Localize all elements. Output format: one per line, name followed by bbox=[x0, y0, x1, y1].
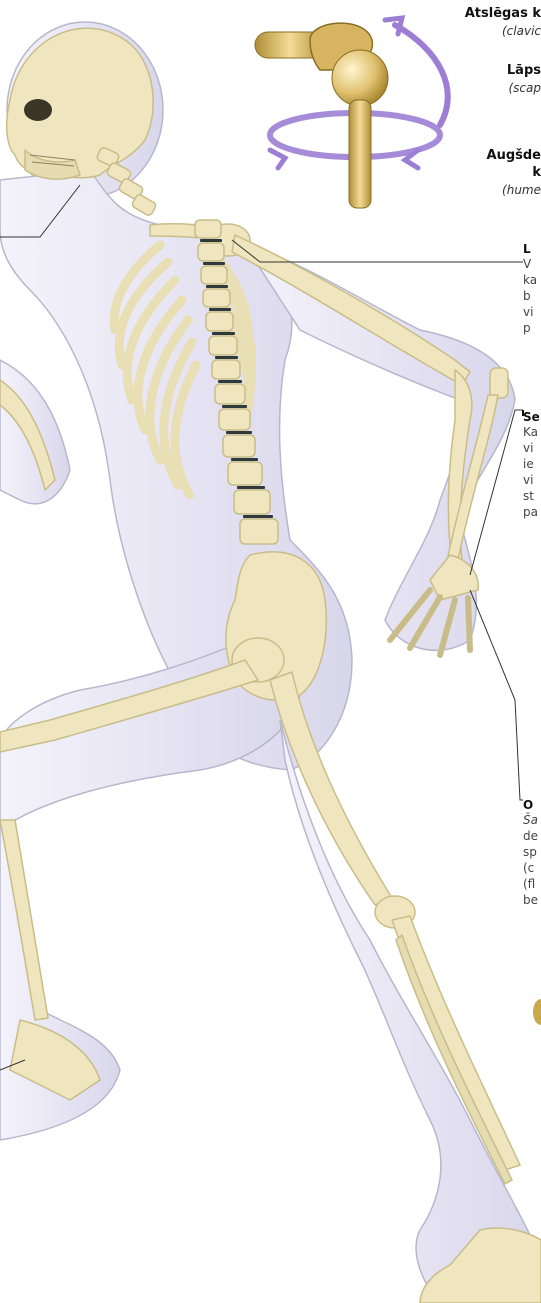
callout-hand-line: de bbox=[523, 828, 541, 844]
ball-and-socket-joint-icon bbox=[255, 18, 448, 208]
callout-hand-title: O bbox=[523, 798, 541, 812]
callout-hand-line: be bbox=[523, 892, 541, 908]
clavicle-latin-label: (clavic bbox=[502, 24, 541, 39]
callout-shoulder-line: V bbox=[523, 256, 541, 272]
callout-wrist-line: vi bbox=[523, 472, 541, 488]
scapula-label: Lāps bbox=[507, 63, 541, 79]
callout-wrist-line: st bbox=[523, 488, 541, 504]
callout-hand-line: (fl bbox=[523, 876, 541, 892]
callout-wrist-line: ie bbox=[523, 456, 541, 472]
scapula-latin-label: (scap bbox=[508, 81, 541, 96]
callout-shoulder: L V ka b vi p bbox=[523, 242, 541, 336]
callout-hand-line: Ša bbox=[523, 812, 541, 828]
humerus-label-line1: Augšde bbox=[487, 148, 541, 164]
elbow-joint bbox=[490, 368, 508, 398]
callout-wrist-line: vi bbox=[523, 440, 541, 456]
callout-hand: O Ša de sp (c (fl be bbox=[523, 798, 541, 908]
callout-wrist-line: pa bbox=[523, 504, 541, 520]
callout-hand-line: sp bbox=[523, 844, 541, 860]
callout-shoulder-line: vi bbox=[523, 304, 541, 320]
leader-hand bbox=[470, 590, 523, 800]
callout-wrist: Se Ka vi ie vi st pa bbox=[523, 410, 541, 520]
humerus-latin-label: (hume bbox=[502, 183, 541, 198]
callout-hand-line: (c bbox=[523, 860, 541, 876]
clavicle-label: Atslēgas k bbox=[465, 6, 541, 22]
callout-wrist-title: Se bbox=[523, 410, 541, 424]
partial-joint-icon bbox=[533, 999, 541, 1025]
callout-shoulder-title: L bbox=[523, 242, 541, 256]
callout-shoulder-line: b bbox=[523, 288, 541, 304]
callout-shoulder-line: p bbox=[523, 320, 541, 336]
humerus-label-line2: k bbox=[532, 165, 541, 181]
callout-shoulder-line: ka bbox=[523, 272, 541, 288]
callout-wrist-line: Ka bbox=[523, 424, 541, 440]
